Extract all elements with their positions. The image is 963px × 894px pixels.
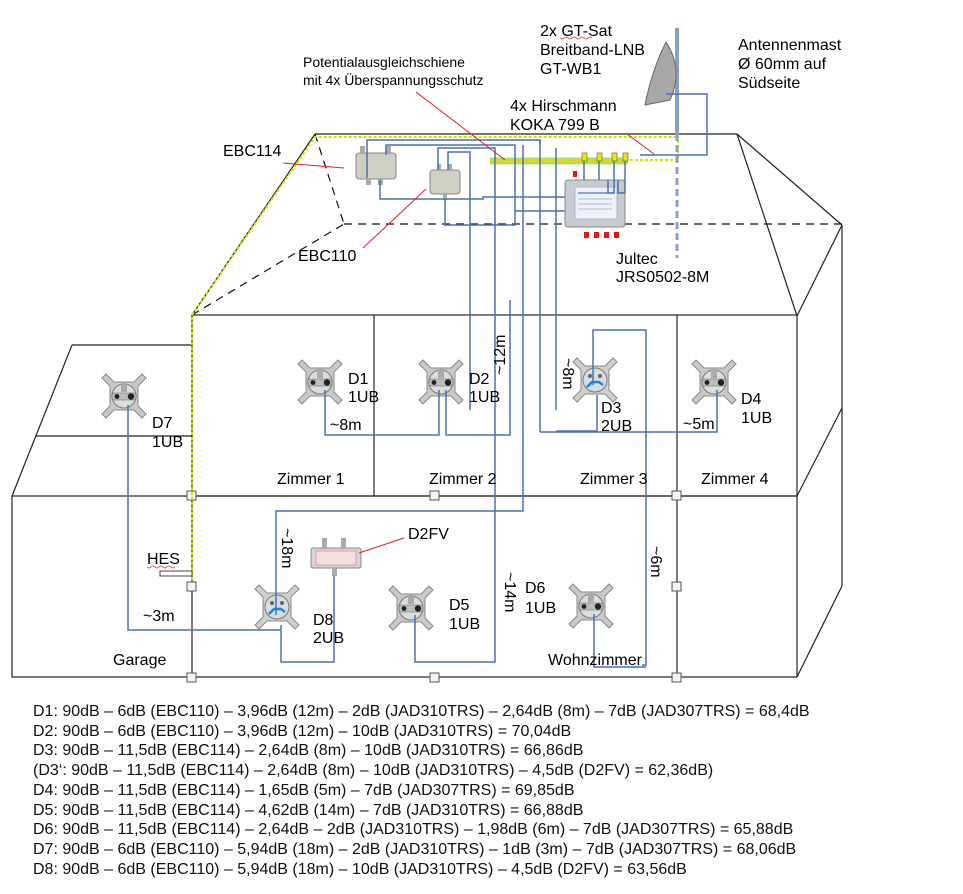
d2fv-splitter-icon: [310, 538, 362, 576]
lnb-label-line2: Breitband-LNB: [540, 42, 645, 59]
hes-label: HES: [147, 551, 180, 568]
cables-rail-to-multiswitch: [583, 161, 626, 194]
ground-floor-cables: [275, 432, 646, 668]
ebc110-splitter-icon: [429, 164, 461, 200]
potential-rail-label-line1: Potentialausgleichschiene: [303, 54, 465, 70]
outlet-d8-type: 2UB: [313, 630, 344, 647]
calculation-line: D1: 90dB – 6dB (EBC110) – 3,96dB (12m) –…: [33, 703, 810, 720]
lnb-label-line1: 2x GT-Sat: [540, 23, 613, 40]
garage-annex-walls: [11, 344, 192, 497]
outlet-d2-type: 1UB: [469, 389, 500, 406]
cable-length-d2: ~12m: [492, 335, 509, 375]
signal-level-calculations: D1: 90dB – 6dB (EBC110) – 3,96dB (12m) –…: [33, 702, 810, 879]
outlet-d7-icon: [101, 373, 147, 419]
potential-equalization-rail: [490, 152, 629, 165]
calculation-line: D6: 90dB – 11,5dB (EBC114) – 2,64dB – 2d…: [33, 821, 794, 839]
outlet-d4-id: D4: [741, 391, 762, 408]
spellcheck-mark: [559, 36, 593, 40]
cable-length-d6: ~6m: [647, 546, 664, 578]
outlet-d1-id: D1: [348, 371, 369, 388]
room-label-zimmer4: Zimmer 4: [701, 471, 769, 488]
multiswitch-label-line1: Jultec: [616, 251, 658, 268]
outlet-d1-type: 1UB: [348, 389, 379, 406]
ebc110-label: EBC110: [298, 248, 357, 265]
mast-label-line3: Südseite: [738, 75, 800, 92]
installation-diagram: 2x GT-Sat Breitband-LNB GT-WB1 Antennenm…: [11, 23, 843, 683]
outlet-d7-type: 1UB: [152, 434, 183, 451]
outlet-d5-icon: [388, 585, 434, 631]
d2fv-label: D2FV: [408, 526, 449, 543]
outlet-d7-id: D7: [152, 415, 173, 432]
mast-label-line1: Antennenmast: [738, 37, 842, 54]
lnb-label-line3: GT-WB1: [540, 61, 601, 78]
pointer-lines: [282, 91, 655, 554]
room-label-zimmer1: Zimmer 1: [277, 471, 345, 488]
ebc114-splitter-icon: [355, 146, 397, 185]
room-label-wohnzimmer: Wohnzimmer: [548, 652, 643, 669]
outlet-d6-icon: [568, 583, 614, 629]
satellite-dish-icon: [644, 40, 677, 106]
cable-length-d5: ~14m: [501, 572, 518, 612]
outlet-d8-id: D8: [313, 612, 334, 629]
outlet-d3-icon: [571, 356, 619, 404]
outlet-d4-icon: [691, 359, 737, 405]
coax-surge-label-line2: KOKA 799 B: [510, 117, 600, 134]
coax-surge-label-line1: 4x Hirschmann: [510, 98, 617, 115]
room-label-garage: Garage: [113, 652, 166, 669]
attic-distribution-cables: [366, 139, 565, 440]
outlet-d3-id: D3: [601, 400, 622, 417]
outlet-d6-type: 1UB: [525, 600, 556, 617]
calculation-line: D4: 90dB – 11,5dB (EBC114) – 1,65dB (5m)…: [33, 781, 575, 799]
outlet-d5-id: D5: [449, 597, 470, 614]
ebc114-label: EBC114: [223, 143, 282, 160]
junction-nodes: [186, 490, 682, 683]
outlet-d3-type: 2UB: [601, 418, 632, 435]
spellcheck-mark: [146, 565, 176, 569]
multiswitch-label-line2: JRS0502-8M: [616, 269, 709, 286]
outlet-d6-id: D6: [525, 580, 546, 597]
outlet-d2-id: D2: [469, 371, 490, 388]
calculation-line: (D3‘: 90dB – 11,5dB (EBC114) – 2,64dB (8…: [33, 762, 714, 780]
room-label-zimmer2: Zimmer 2: [429, 471, 497, 488]
outlet-d1-icon: [297, 359, 343, 405]
ground-floor-walls: [11, 408, 843, 678]
outlet-d4-type: 1UB: [741, 410, 772, 427]
room-label-zimmer3: Zimmer 3: [580, 471, 648, 488]
cable-length-d7: ~3m: [143, 608, 175, 625]
calculation-line: D7: 90dB – 6dB (EBC110) – 5,94dB (18m) –…: [33, 840, 797, 858]
upper-floor-walls: [191, 225, 843, 497]
calculation-line: D2: 90dB – 6dB (EBC110) – 3,96dB (12m) –…: [33, 722, 572, 740]
mast-label-line2: Ø 60mm auf: [738, 56, 827, 73]
calculation-line: D3: 90dB – 11,5dB (EBC114) – 2,64dB (8m)…: [33, 742, 584, 760]
potential-rail-label-line2: mit 4x Überspannungsschutz: [303, 71, 484, 88]
cable-length-d1: ~8m: [330, 417, 362, 434]
multiswitch-icon: [564, 171, 626, 238]
cable-length-d4: ~5m: [683, 416, 715, 433]
outlet-d2-icon: [418, 359, 464, 405]
cable-length-d8: ~18m: [278, 528, 295, 568]
cable-length-d3: ~8m: [559, 358, 576, 390]
upper-floor-cables: [127, 300, 718, 666]
calculation-line: D5: 90dB – 11,5dB (EBC114) – 4,62dB (14m…: [33, 801, 584, 819]
outlet-d8-icon: [253, 583, 301, 631]
calculation-line: D8: 90dB – 6dB (EBC110) – 5,94dB (18m) –…: [33, 860, 687, 878]
cable-lnb-to-multiswitch: [640, 93, 708, 156]
outlet-d5-type: 1UB: [449, 616, 480, 633]
hes-bar: [159, 570, 193, 577]
